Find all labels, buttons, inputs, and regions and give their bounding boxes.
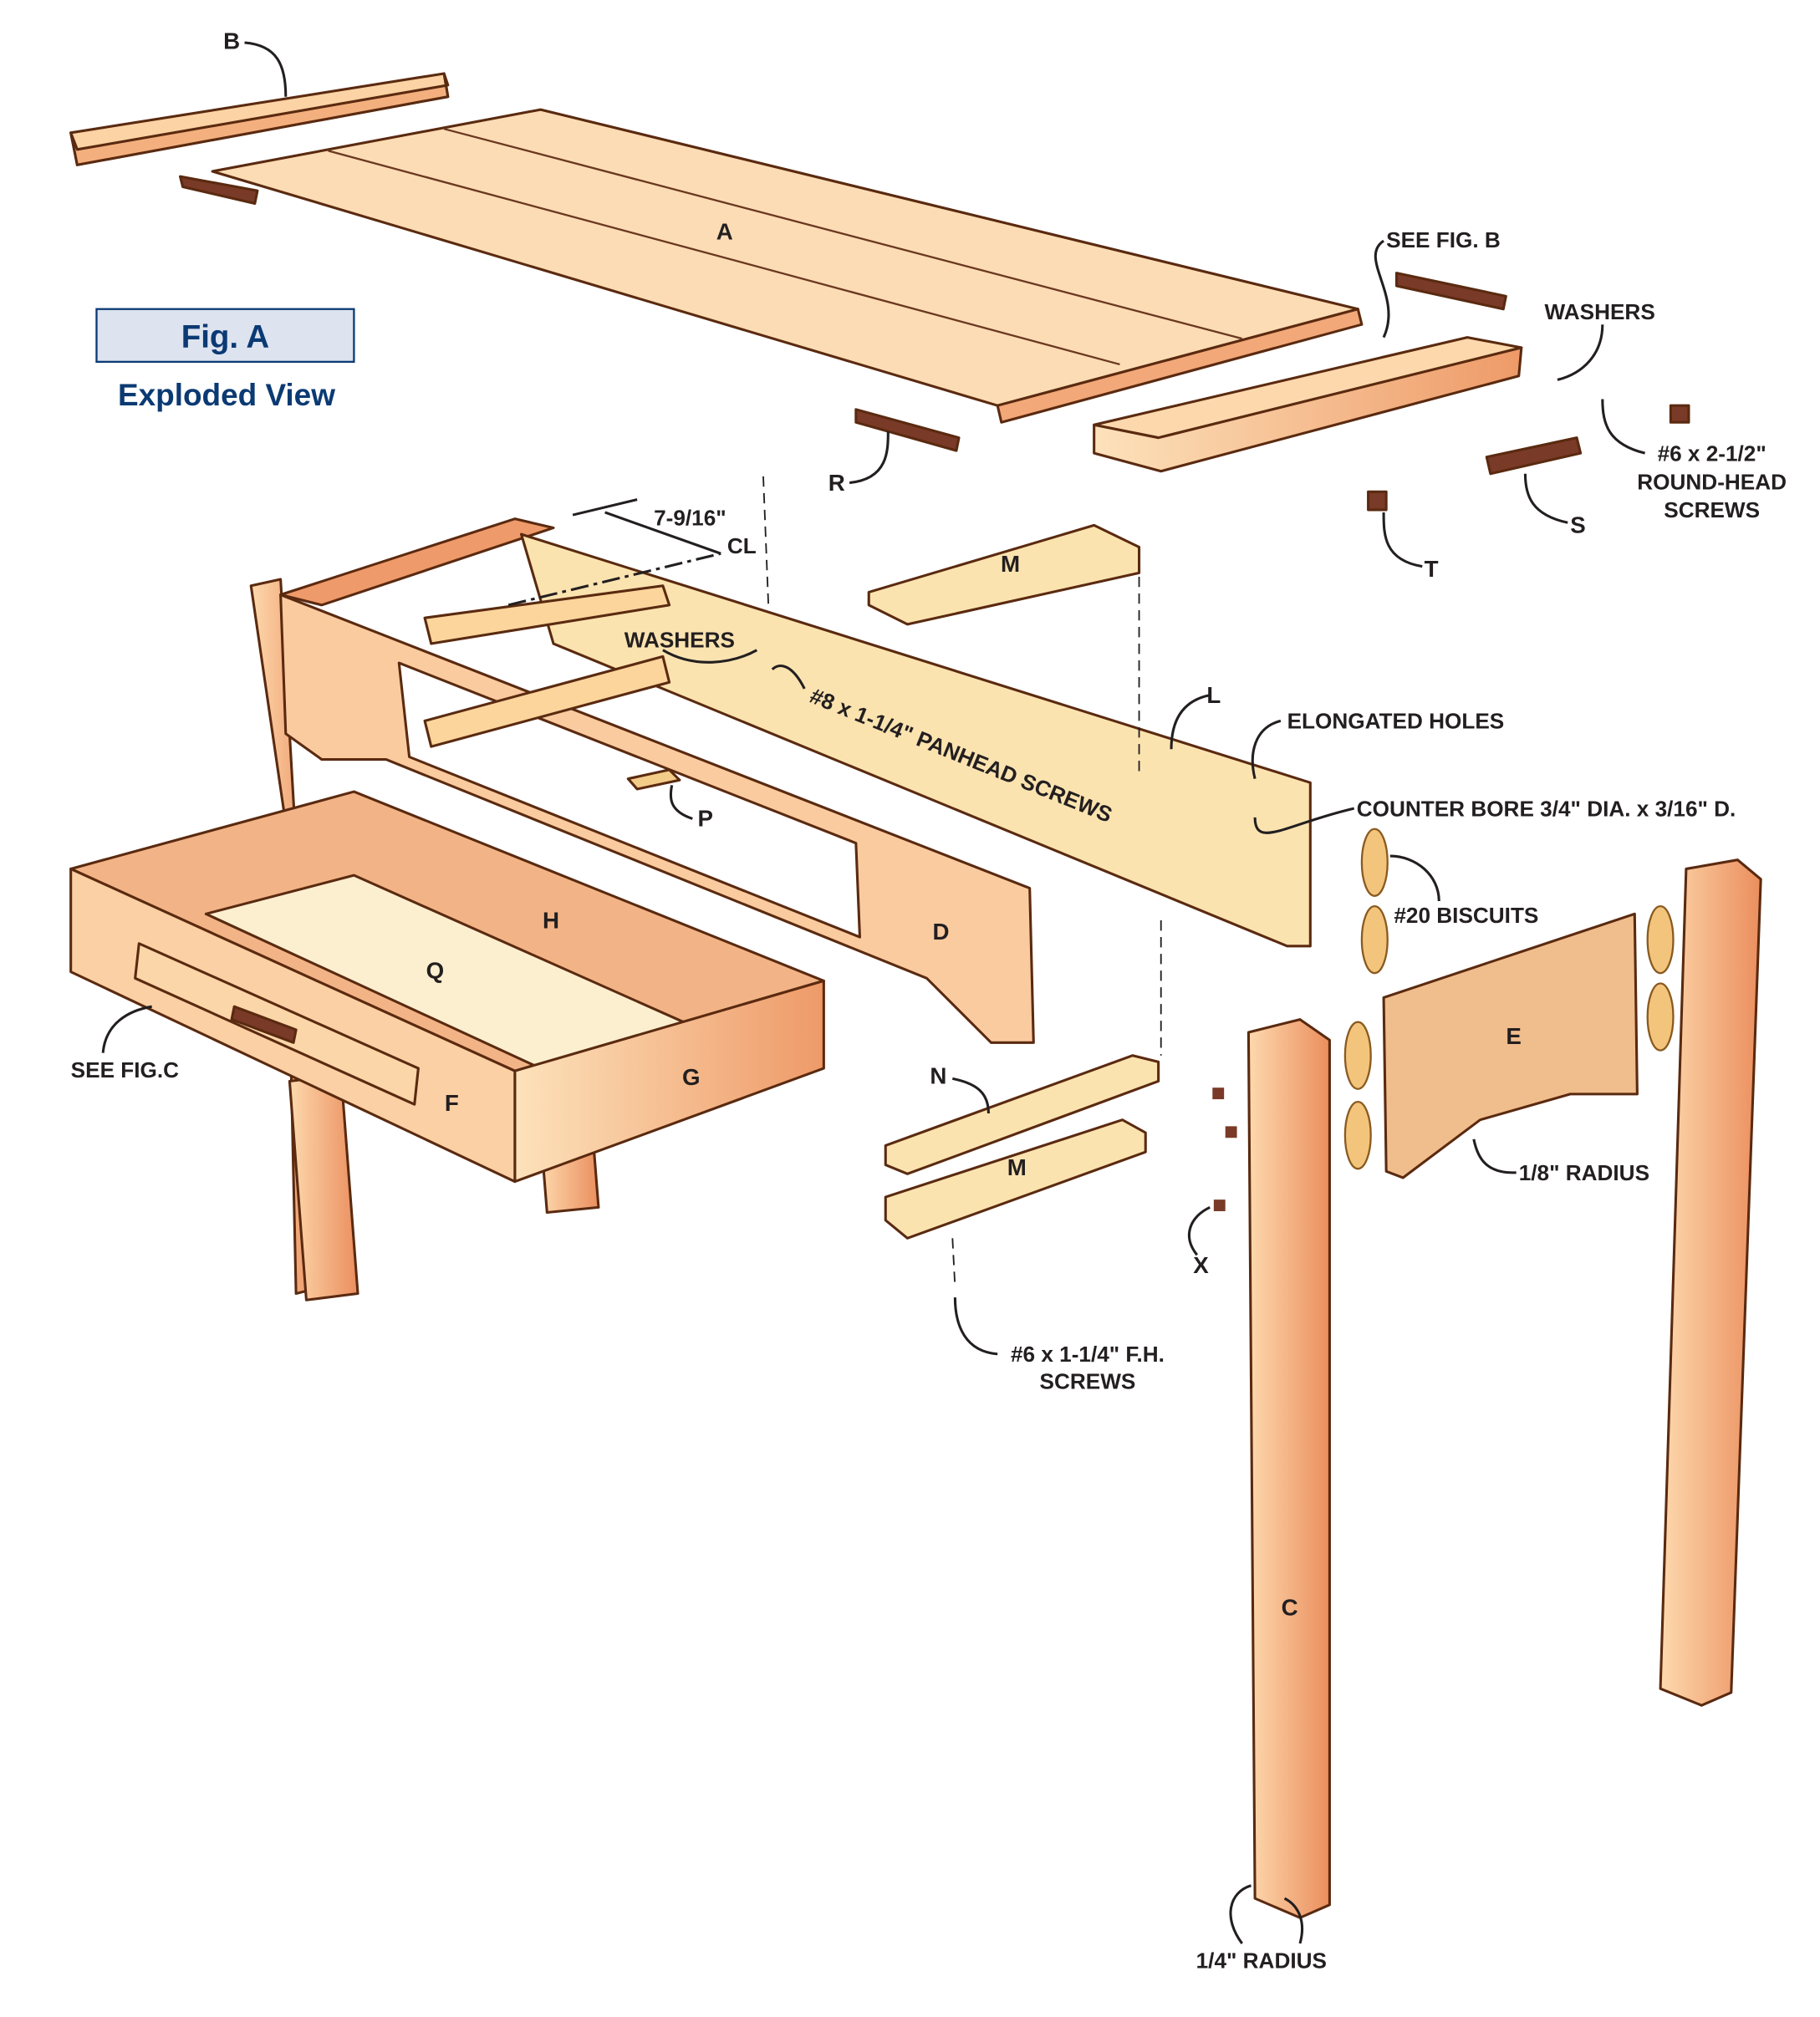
part-e-label: E (1506, 1023, 1521, 1049)
breadboard-b (69, 72, 450, 166)
round-head-screws-label: SCREWS (1664, 497, 1760, 522)
part-q-label: Q (426, 957, 445, 983)
biscuits-callout: #20 BISCUITS (1394, 903, 1538, 928)
counter-bore-callout: COUNTER BORE 3/4" DIA. x 3/16" D. (1357, 796, 1736, 821)
part-x-label: X (1193, 1252, 1209, 1278)
part-g-label: G (682, 1064, 701, 1090)
part-m-top-label: M (1001, 551, 1020, 577)
drawer (69, 790, 825, 1184)
part-p-label: P (697, 806, 712, 832)
see-fig-b-callout: SEE FIG. B (1386, 227, 1501, 252)
part-b-label: B (223, 28, 240, 54)
washers-callout-mid: WASHERS (625, 628, 735, 653)
part-a-label: A (716, 219, 733, 245)
part-t-label: T (1425, 556, 1439, 582)
part-h-label: H (543, 907, 559, 933)
see-fig-c-callout: SEE FIG.C (71, 1057, 179, 1082)
tabletop-a (179, 108, 1507, 452)
fh-screws-size: #6 x 1-1/4" F.H. (1011, 1342, 1165, 1367)
clip-p (626, 768, 681, 791)
round-head-screws-type: ROUND-HEAD (1637, 469, 1787, 494)
figure-title-box: Fig. A Exploded View (95, 308, 355, 412)
part-s-label: S (1570, 512, 1585, 538)
part-f-label: F (445, 1090, 459, 1116)
part-n-label: N (930, 1063, 946, 1089)
radius-quarter-callout: 1/4" RADIUS (1196, 1948, 1327, 1973)
washers-callout-top: WASHERS (1545, 299, 1655, 324)
figure-subtitle: Exploded View (118, 378, 335, 412)
part-c-label: C (1282, 1594, 1298, 1620)
round-head-screws-size: #6 x 2-1/2" (1658, 441, 1766, 466)
part-d-label: D (932, 919, 949, 945)
apron-frame-d (279, 517, 1312, 1044)
leg-c-front (1246, 1018, 1331, 1919)
runner-n (884, 1054, 1160, 1175)
centerline-label: CL (727, 533, 757, 558)
runner-m-bottom (884, 1118, 1147, 1240)
fh-screws-label: SCREWS (1040, 1368, 1136, 1393)
elongated-holes-callout: ELONGATED HOLES (1287, 709, 1505, 734)
radius-eighth-callout: 1/8" RADIUS (1519, 1160, 1649, 1185)
pegs-x (1212, 1087, 1237, 1211)
part-l-label: L (1206, 682, 1221, 708)
dimension-label: 7-9/16" (654, 505, 726, 530)
part-r-label: R (828, 470, 845, 496)
figure-title: Fig. A (181, 319, 269, 355)
part-m-bottom-label: M (1007, 1154, 1027, 1180)
biscuits (1343, 828, 1675, 1170)
panel-e (1382, 912, 1639, 1179)
breadboard-right (1093, 336, 1690, 512)
leg-right (1659, 858, 1762, 1707)
runner-m-top (867, 523, 1141, 626)
